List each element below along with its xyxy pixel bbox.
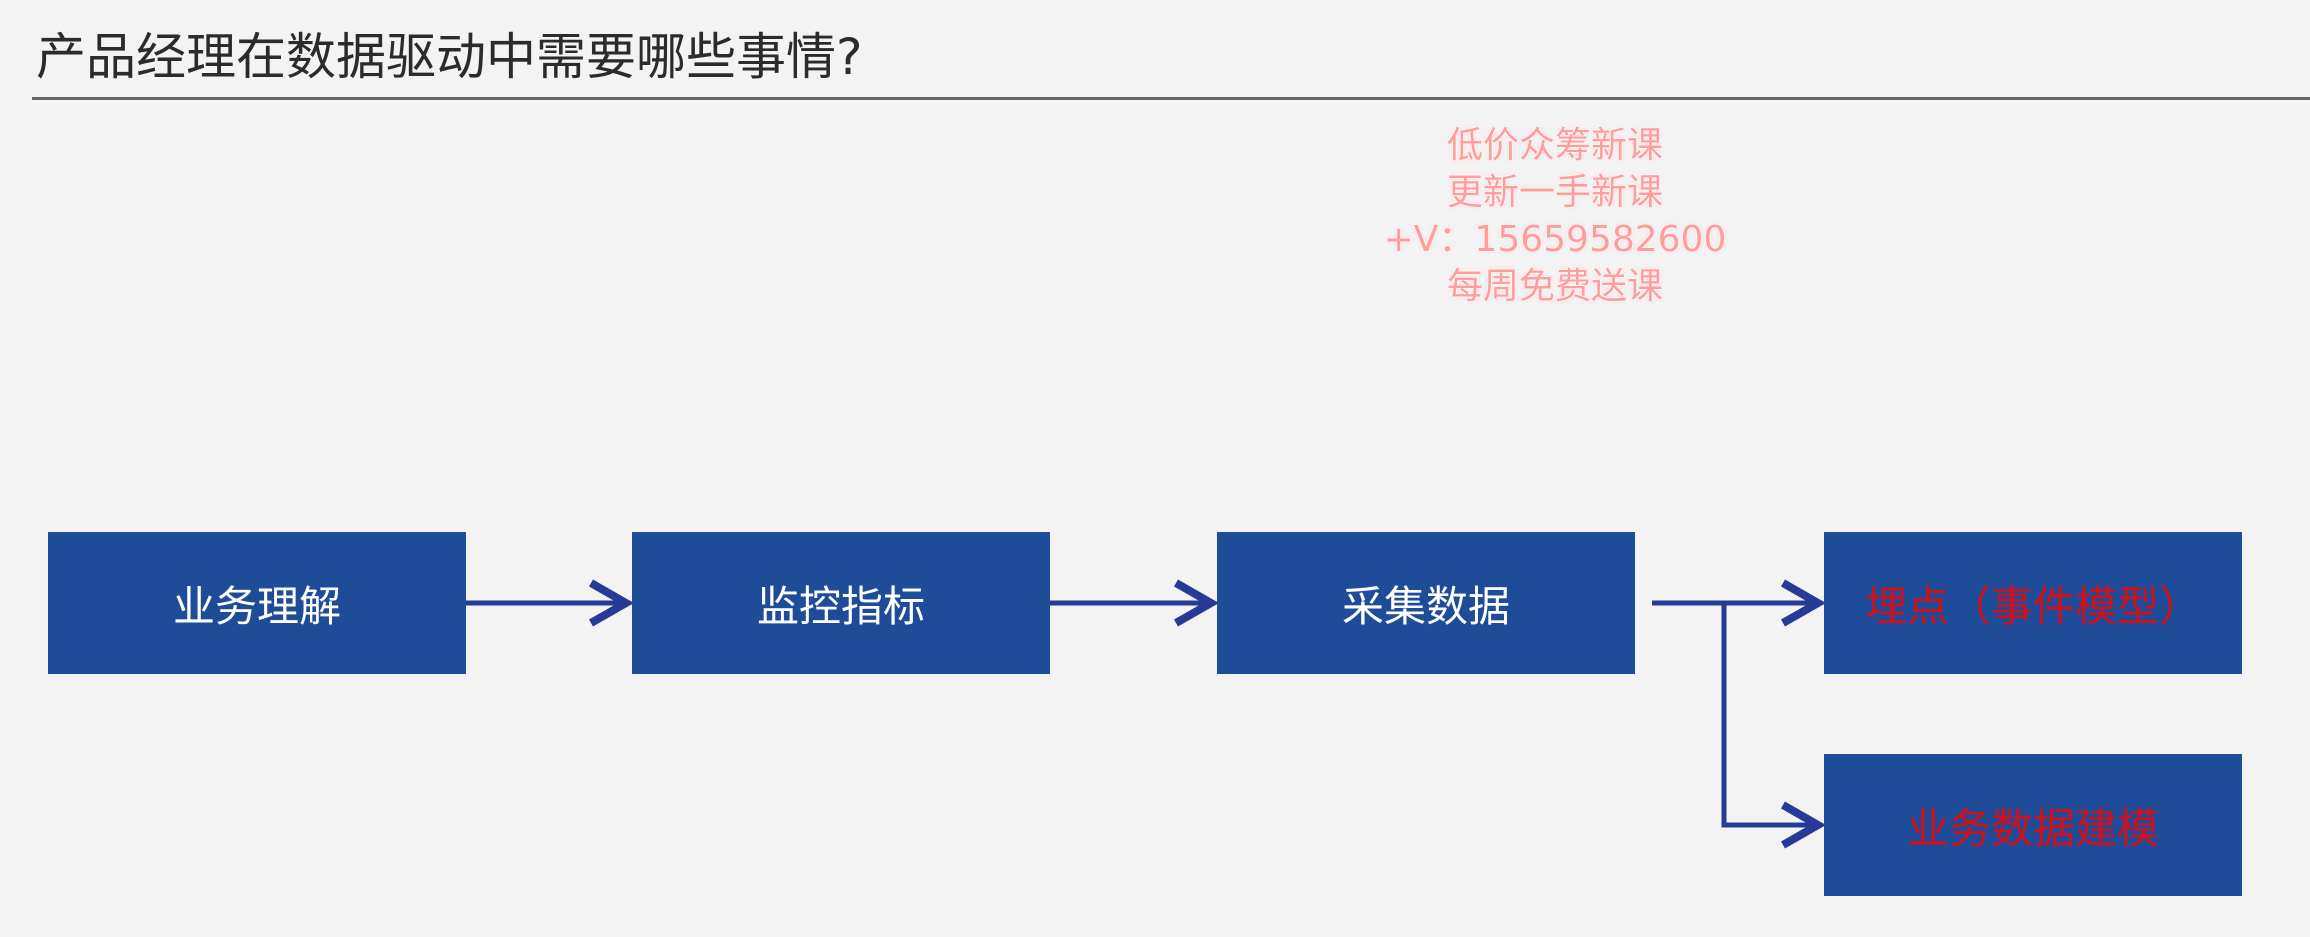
node-monitoring-metrics: 监控指标 — [632, 532, 1050, 674]
node-business-data-modeling: 业务数据建模 — [1824, 754, 2242, 896]
page-title: 产品经理在数据驱动中需要哪些事情? — [36, 28, 863, 86]
watermark-line-2: 更新一手新课 — [1446, 172, 1663, 213]
watermark: 低价众筹新课 更新一手新课 +V：15659582600 每周免费送课 — [1380, 122, 1730, 310]
node-business-understanding: 业务理解 — [48, 532, 466, 674]
watermark-line-1: 低价众筹新课 — [1446, 125, 1663, 166]
arrow-n3-n5 — [1721, 603, 1827, 849]
node-tracking-event-model: 埋点（事件模型） — [1824, 532, 2242, 674]
node-collect-data: 采集数据 — [1217, 532, 1635, 674]
title-divider — [32, 97, 2310, 100]
watermark-line-3: +V：15659582600 — [1383, 219, 1727, 260]
watermark-line-4: 每周免费送课 — [1446, 266, 1663, 307]
